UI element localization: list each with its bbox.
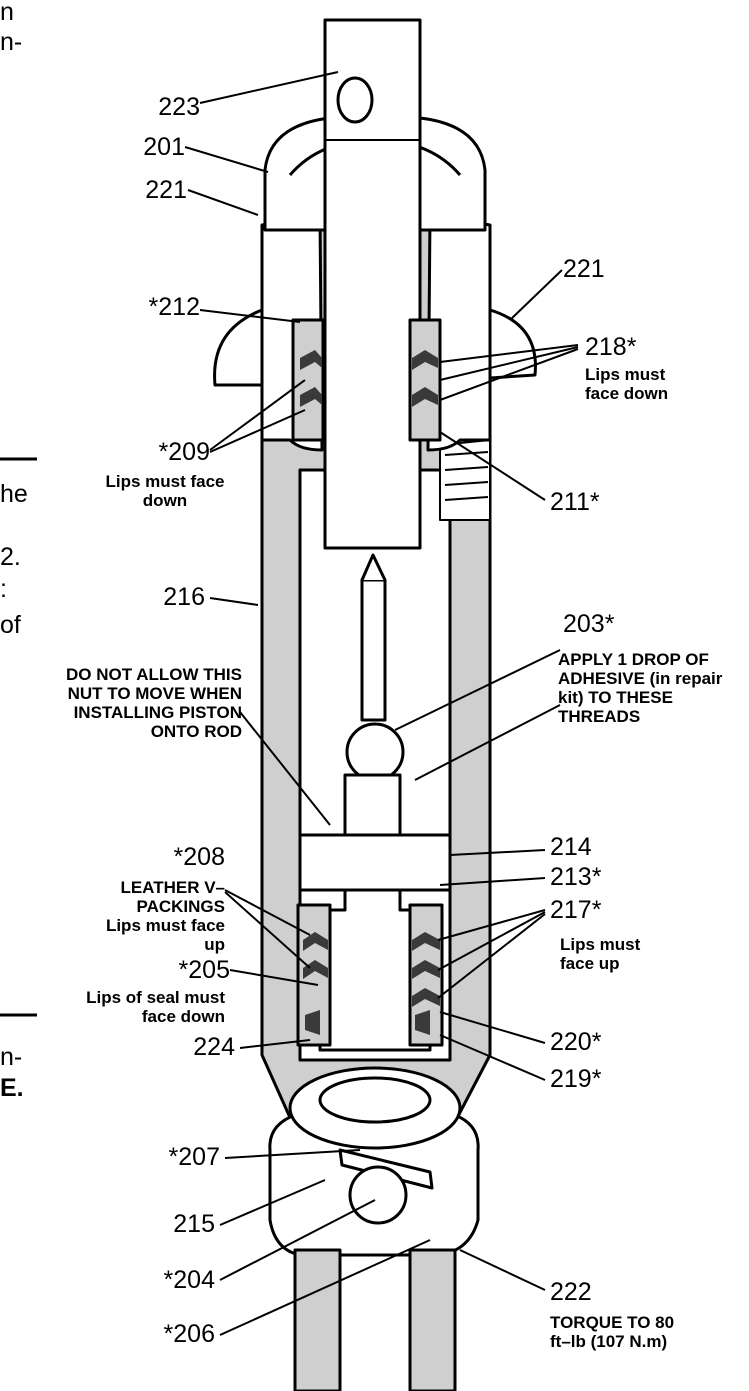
note-205: Lips of seal must face down — [86, 988, 225, 1026]
label-207: *207 — [168, 1143, 220, 1171]
label-221-right: 221 — [563, 255, 605, 283]
label-203: 203* — [563, 610, 615, 638]
cut-text-5: : — [0, 575, 7, 603]
note-adhesive: APPLY 1 DROP OF ADHESIVE (in repair kit)… — [558, 650, 723, 726]
label-222: 222 — [550, 1278, 592, 1306]
cut-text-6: of — [0, 611, 21, 639]
label-224: 224 — [193, 1033, 235, 1061]
label-217: 217* — [550, 896, 602, 924]
cut-text-3: he — [0, 480, 28, 508]
lower-v-packings — [303, 932, 440, 1035]
inlet-thread-left — [293, 1248, 342, 1391]
intake-ball-204 — [348, 1165, 408, 1225]
piston-nut-214 — [298, 833, 452, 892]
displacement-rod-223 — [323, 18, 422, 550]
cut-text-8: E. — [0, 1074, 24, 1102]
leader-lines — [184, 71, 579, 1336]
rod-hole — [336, 76, 374, 124]
upper-packing-right — [408, 318, 442, 442]
cut-text-7: n- — [0, 1043, 23, 1071]
upper-packing-left — [291, 318, 325, 442]
label-206: *206 — [163, 1320, 215, 1348]
inlet-thread-right — [408, 1248, 457, 1391]
note-nut: DO NOT ALLOW THIS NUT TO MOVE WHEN INSTA… — [66, 665, 242, 741]
label-218: 218* — [585, 333, 637, 361]
label-201: 201 — [143, 133, 185, 161]
label-204: *204 — [163, 1266, 215, 1294]
note-218: Lips must face down — [585, 365, 669, 403]
threaded-port-right — [439, 439, 491, 521]
label-212: *212 — [148, 293, 200, 321]
note-222: TORQUE TO 80 ft–lb (107 N.m) — [550, 1313, 675, 1351]
label-215: 215 — [173, 1210, 215, 1238]
intake-ball-203 — [345, 722, 405, 782]
label-216: 216 — [163, 583, 205, 611]
cut-text-4: 2. — [0, 543, 21, 571]
label-214: 214 — [550, 833, 592, 861]
side-boss-left — [213, 308, 264, 387]
label-223: 223 — [158, 93, 200, 121]
label-213: 213* — [550, 863, 602, 891]
packing-housing-right — [426, 213, 492, 452]
label-219: 219* — [550, 1065, 602, 1093]
label-220: 220* — [550, 1028, 602, 1056]
cut-text-2: n- — [0, 28, 23, 56]
side-boss-right — [488, 308, 537, 380]
cut-text-1: n — [0, 0, 14, 26]
note-209: Lips must face down — [105, 472, 225, 510]
note-208: LEATHER V–PACKINGS Lips must face up — [105, 878, 225, 954]
label-205: *205 — [178, 956, 230, 984]
note-217: Lips must face up — [560, 935, 641, 973]
piston-rod — [360, 578, 387, 722]
label-211: 211* — [550, 488, 600, 516]
label-221-left: 221 — [145, 176, 187, 204]
upper-v-packings — [300, 350, 438, 407]
label-208: *208 — [173, 843, 225, 871]
label-209: *209 — [158, 438, 210, 466]
